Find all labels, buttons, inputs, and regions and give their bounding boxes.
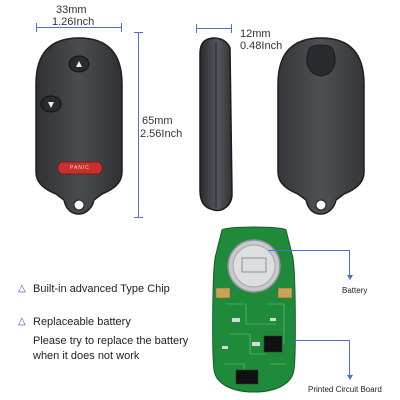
height-dim-cap-top — [134, 32, 143, 33]
battery-label: Battery — [342, 286, 368, 295]
pcb-arrow-icon — [347, 375, 353, 380]
feature-battery-detail-1: Please try to replace the battery — [33, 335, 189, 347]
thickness-mm-label: 12mm — [240, 28, 271, 40]
front-width-dim-line — [36, 23, 122, 32]
height-mm-label: 65mm — [142, 115, 173, 127]
thickness-dim-line — [196, 24, 232, 33]
pcb-callout-line — [294, 340, 350, 341]
feature-chip-label: Built-in advanced Type Chip — [33, 283, 170, 295]
remote-back-view — [277, 37, 365, 215]
triangle-icon: △ — [18, 283, 26, 294]
battery-callout-line — [268, 250, 350, 251]
circuit-board-image — [212, 226, 296, 393]
battery-callout-line-vertical — [349, 250, 350, 276]
pcb-callout-line-vertical — [349, 340, 350, 376]
triangle-icon: △ — [18, 316, 26, 327]
pcb-label: Printed Circuit Board — [308, 385, 382, 394]
remote-front-view — [35, 37, 123, 215]
remote-side-view — [199, 37, 233, 212]
width-mm-label: 33mm — [56, 4, 87, 16]
feature-battery-label: Replaceable battery — [33, 316, 131, 328]
battery-arrow-icon — [347, 275, 353, 280]
width-inch-label: 1.26Inch — [52, 16, 95, 28]
height-dim-line — [138, 32, 139, 218]
feature-battery-detail-2: when it does not work — [33, 350, 140, 362]
thickness-inch-label: 0.48Inch — [240, 40, 283, 52]
height-inch-label: 2.56Inch — [140, 128, 183, 140]
panic-button-label: PANIC — [70, 165, 90, 171]
height-dim-cap-bottom — [134, 217, 143, 218]
